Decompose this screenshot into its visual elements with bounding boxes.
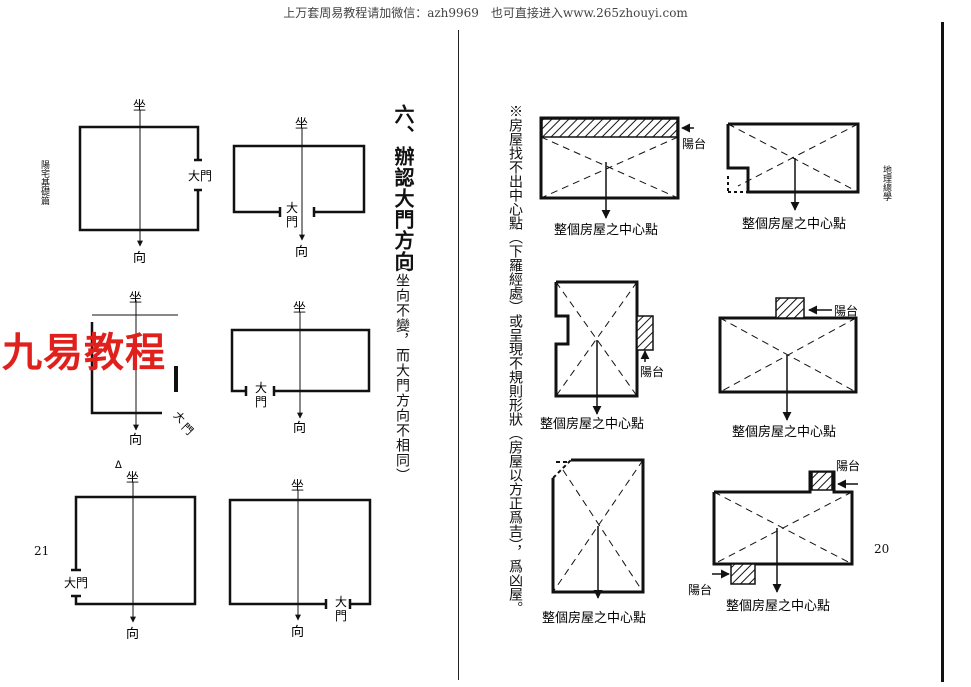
left-page-number: 21 (34, 544, 50, 558)
door-label-a: 大 (286, 201, 298, 215)
xiang-label: 向 (133, 250, 146, 266)
page-edge (941, 22, 944, 682)
center-label: 整個房屋之中心點 (732, 424, 836, 440)
center-label: 整個房屋之中心點 (742, 216, 846, 232)
zuo-label: 坐 (291, 479, 304, 494)
zuo-label: 坐 (126, 471, 139, 486)
door-label-a: 大 (335, 595, 347, 609)
center-label: 整個房屋之中心點 (540, 416, 644, 432)
house-diagram-e (551, 458, 645, 599)
door-diagram-3 (90, 300, 178, 431)
balcony-label: 陽台 (688, 582, 712, 597)
house-diagram-f (712, 470, 858, 593)
section-subheading: （坐向不變，而大門方向不相同） (394, 258, 410, 483)
door-diagram-6 (228, 490, 372, 621)
house-diagram-b (726, 122, 860, 211)
balcony-label: 陽台 (834, 303, 858, 318)
door-label-b: 門 (286, 215, 298, 229)
balcony-label: 陽台 (682, 136, 706, 151)
house-diagram-a (539, 116, 694, 219)
center-label: 整個房屋之中心點 (726, 598, 830, 614)
door-label-b: 門 (179, 421, 196, 438)
balcony-label: 陽台 (836, 458, 860, 473)
zuo-label: 坐 (295, 117, 308, 132)
door-label-b: 門 (335, 609, 347, 623)
left-side-title: 陽宅基礎篇 (39, 160, 49, 205)
zuo-label: 坐 (133, 99, 146, 114)
xiang-label: 向 (291, 624, 304, 640)
watermark: 九易教程 (2, 330, 166, 376)
section-heading: 六、辦認大門方向 (391, 104, 415, 272)
zuo-label: 坐 (293, 301, 306, 316)
center-label: 整個房屋之中心點 (554, 222, 658, 238)
center-label: 整個房屋之中心點 (542, 610, 646, 626)
page-divider (458, 30, 459, 680)
xiang-label: 向 (126, 626, 139, 642)
house-diagram-d (718, 297, 858, 421)
header-banner: 上万套周易教程请加微信：azh9969 也可直接进入www.265zhouyi.… (283, 6, 688, 20)
balcony-label: 陽台 (640, 364, 664, 379)
house-diagram-c (554, 280, 654, 415)
door-label-b: 門 (255, 395, 267, 409)
xiang-label: 向 (293, 420, 306, 436)
door-label: 大門 (64, 576, 88, 590)
right-page-number: 20 (874, 542, 890, 556)
door-diagram-4 (230, 312, 371, 419)
xiang-label: 向 (295, 244, 308, 260)
xiang-label: 向 (129, 432, 142, 448)
door-label-a: 大 (255, 381, 267, 395)
door-label: 大門 (188, 169, 212, 183)
door-diagram-2 (232, 128, 366, 241)
door-diagram-1 (78, 110, 202, 247)
mark-dot: ᐃ (115, 460, 122, 471)
right-side-title: 地理總學 (881, 165, 891, 201)
right-note: ※房屋找不出中心點（下羅經處）或呈現不規則形狀（房屋以方正爲吉），爲凶屋。 (507, 104, 523, 615)
zuo-label: 坐 (129, 291, 142, 306)
door-diagram-5 (71, 482, 197, 623)
